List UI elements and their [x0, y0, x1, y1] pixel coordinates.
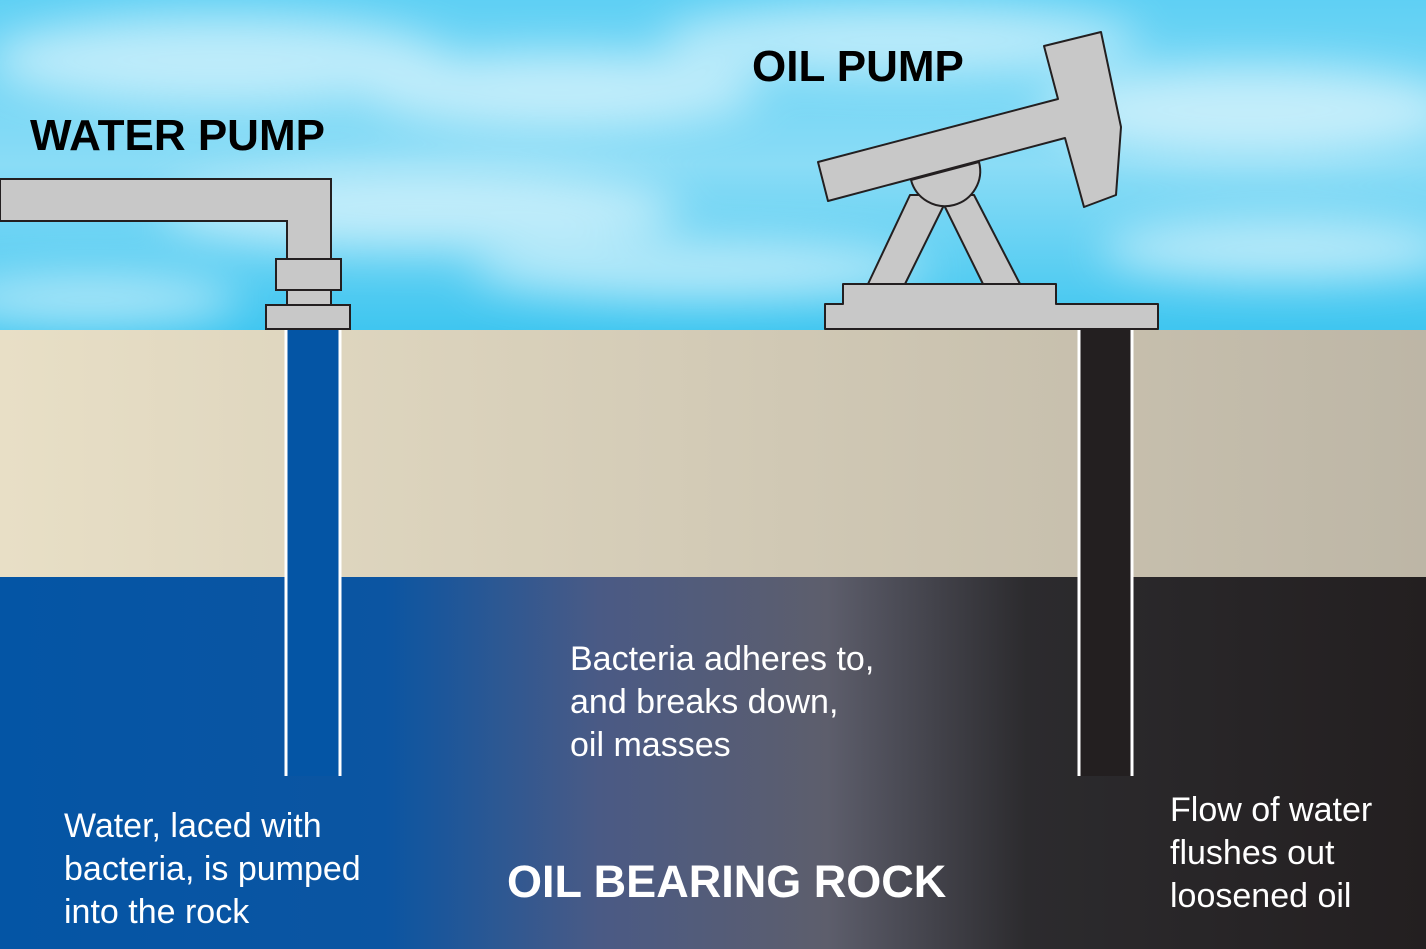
flow-note-line-2: flushes out — [1170, 834, 1335, 872]
oil-pump — [817, 31, 1159, 330]
oil-pump-base — [824, 283, 1159, 330]
bacteria-note-line-3: oil masses — [570, 726, 731, 764]
water-pump-neck — [286, 289, 332, 306]
water-injection-pipe — [286, 330, 340, 776]
water-pump-base — [265, 304, 351, 330]
water-note-line-1: Water, laced with — [64, 807, 322, 845]
water-pump-title: WATER PUMP — [30, 111, 325, 160]
clouds — [0, 5, 1426, 325]
oil-pump-beam — [817, 31, 1122, 208]
oil-pump-title: OIL PUMP — [752, 42, 964, 91]
water-note-line-2: bacteria, is pumped — [64, 850, 361, 888]
bacteria-note-line-2: and breaks down, — [570, 683, 839, 721]
flow-note: Flow of water flushes out loosened oil — [1170, 789, 1372, 918]
flow-note-line-1: Flow of water — [1170, 791, 1373, 829]
oil-bearing-rock-title: OIL BEARING ROCK — [507, 856, 947, 907]
water-pump-coupling — [275, 258, 342, 291]
oil-production-pipe — [1079, 330, 1132, 776]
water-note: Water, laced with bacteria, is pumped in… — [64, 805, 361, 934]
oil-bearing-rock-layer — [0, 577, 1426, 949]
oil-pump-pivot — [910, 161, 982, 208]
bacteria-note: Bacteria adheres to, and breaks down, oi… — [570, 638, 874, 767]
bacteria-note-line-1: Bacteria adheres to, — [570, 640, 875, 678]
water-pump — [0, 178, 351, 330]
flow-note-line-3: loosened oil — [1170, 877, 1352, 915]
soil-layer — [0, 330, 1426, 577]
water-note-line-3: into the rock — [64, 893, 250, 931]
